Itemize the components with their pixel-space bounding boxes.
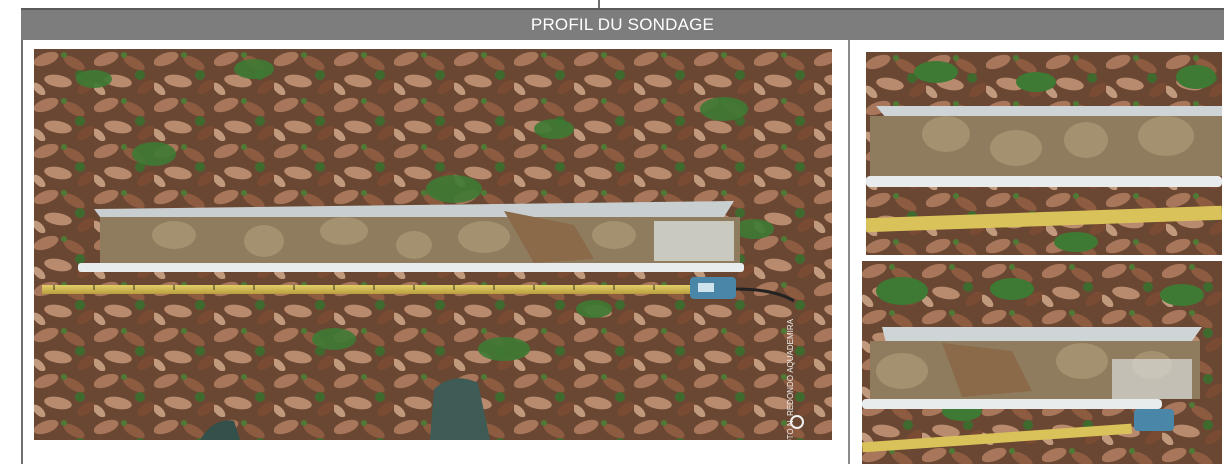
photo-credit-line1: PHOTO N. REDONDO xyxy=(786,375,795,440)
section-title-bar: PROFIL DU SONDAGE xyxy=(21,8,1224,40)
main-soil-core-photo: PHOTO N. REDONDO AQUADEMIRA xyxy=(34,49,832,440)
detail-photo-top xyxy=(866,52,1222,255)
photo-credit-line2: AQUADEMIRA xyxy=(786,319,795,373)
detail-photo-top-drawing xyxy=(866,52,1222,255)
detail-photo-bottom xyxy=(862,261,1222,464)
detail-photo-bottom-drawing xyxy=(862,261,1222,464)
panel-divider xyxy=(848,40,850,464)
top-strip-divider xyxy=(598,0,600,8)
top-strip xyxy=(21,0,1224,8)
main-photo-drawing xyxy=(34,49,832,440)
page-frame xyxy=(21,0,1224,464)
aquademira-logo-icon xyxy=(790,415,804,429)
section-title: PROFIL DU SONDAGE xyxy=(530,15,715,34)
